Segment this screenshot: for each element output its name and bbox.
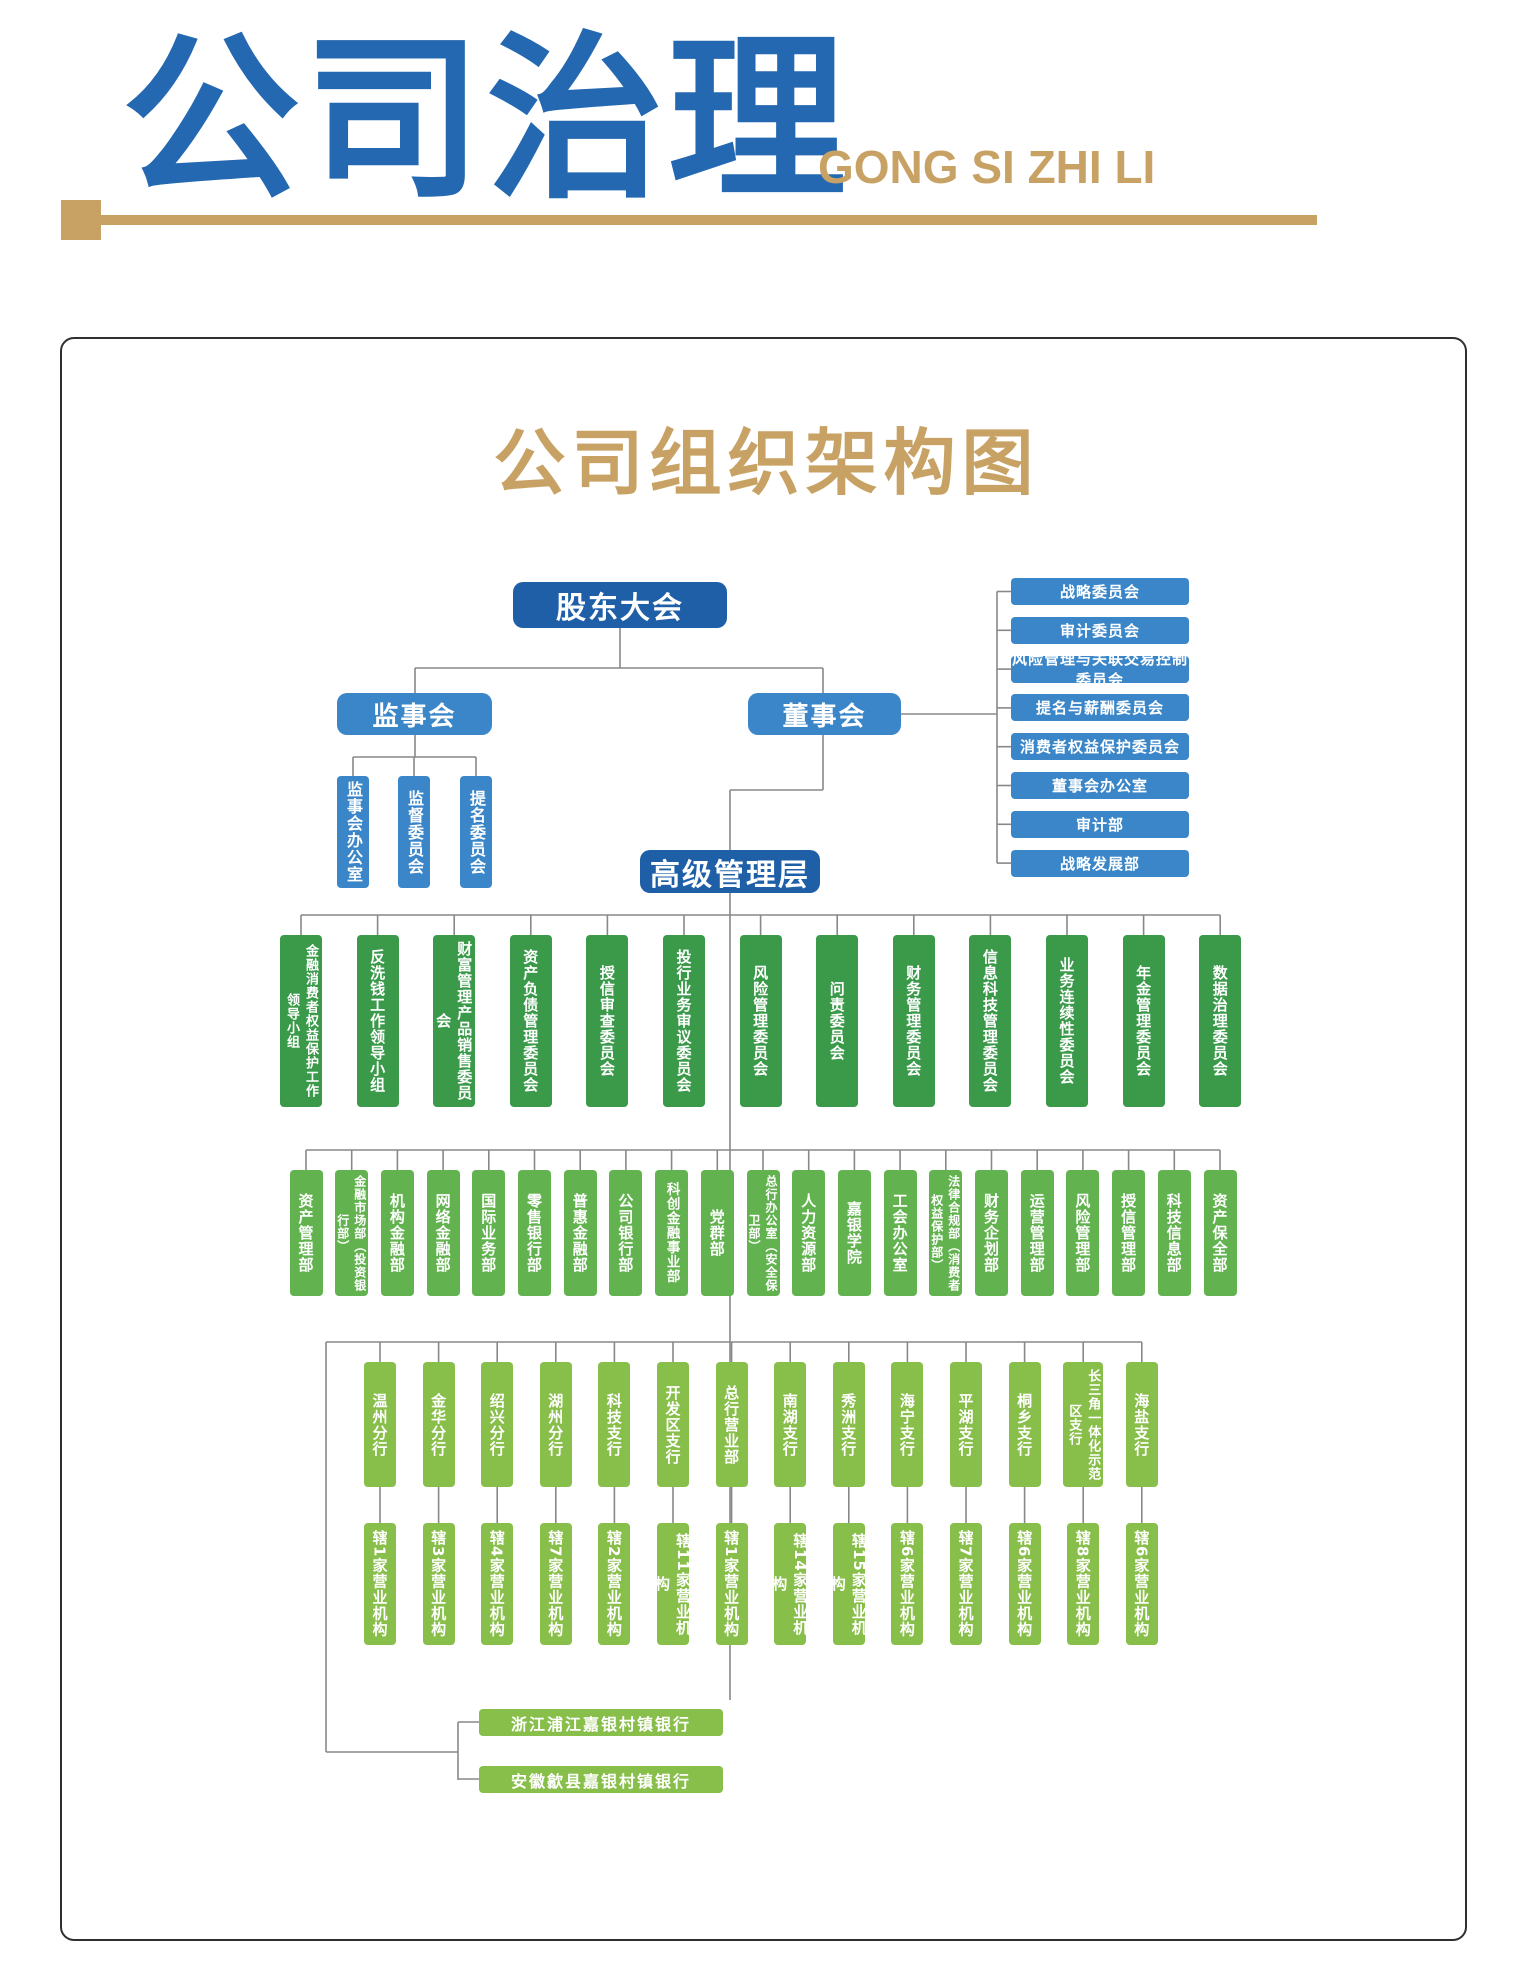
- branch-node: 开发区支行: [657, 1362, 689, 1487]
- committee-node: 数据治理委员会: [1199, 935, 1242, 1107]
- outlet-node: 辖4家营业机构: [481, 1523, 514, 1645]
- department-node: 风险管理部: [1066, 1170, 1100, 1296]
- committee-node: 投行业务审议委员会: [663, 935, 705, 1107]
- department-node: 金融市场部（投资银行部）: [335, 1170, 369, 1296]
- branch-node: 总行营业部: [715, 1362, 748, 1487]
- branch-node: 海盐支行: [1125, 1362, 1158, 1487]
- board-unit-node: 审计委员会: [1011, 616, 1189, 644]
- department-node: 国际业务部: [472, 1170, 506, 1296]
- department-node: 资产保全部: [1203, 1170, 1237, 1296]
- chart-title: 公司组织架构图: [493, 421, 1040, 505]
- outlet-node: 辖15家营业机构: [832, 1523, 865, 1645]
- committee-node: 财富管理产品销售委员会: [433, 935, 476, 1107]
- department-node: 党群部: [700, 1170, 734, 1296]
- committee-node: 信息科技管理委员会: [969, 935, 1012, 1107]
- department-node: 总行办公室（安全保卫部）: [746, 1170, 780, 1296]
- outlet-node: 辖6家营业机构: [1008, 1523, 1041, 1645]
- header-divider: [61, 215, 1317, 225]
- department-node: 授信管理部: [1112, 1170, 1146, 1296]
- senior-management-node: 高级管理层: [640, 850, 820, 893]
- department-node: 机构金融部: [380, 1170, 414, 1296]
- outlet-node: 辖1家营业机构: [715, 1523, 748, 1645]
- board-of-directors-node: 董事会: [748, 693, 901, 735]
- shareholders-meeting-node: 股东大会: [513, 582, 727, 628]
- outlet-node: 辖7家营业机构: [950, 1523, 982, 1645]
- branch-node: 南湖支行: [774, 1362, 807, 1487]
- department-node: 法律合规部（消费者权益保护部）: [929, 1170, 963, 1296]
- branch-node: 金华分行: [422, 1362, 455, 1487]
- branch-node: 平湖支行: [950, 1362, 982, 1487]
- committee-node: 风险管理委员会: [739, 935, 782, 1107]
- branch-node: 绍兴分行: [481, 1362, 514, 1487]
- outlet-node: 辖7家营业机构: [539, 1523, 572, 1645]
- department-node: 财务企划部: [975, 1170, 1008, 1296]
- branch-node: 温州分行: [364, 1362, 396, 1487]
- department-node: 工会办公室: [883, 1170, 917, 1296]
- department-node: 科创金融事业部: [655, 1170, 689, 1296]
- board-unit-node: 提名与薪酬委员会: [1011, 694, 1189, 722]
- outlet-node: 辖6家营业机构: [1125, 1523, 1158, 1645]
- board-unit-node: 消费者权益保护委员会: [1011, 733, 1189, 761]
- village-bank-node: 安徽歙县嘉银村镇银行: [479, 1766, 723, 1793]
- board-unit-node: 战略委员会: [1011, 578, 1189, 605]
- org-chart-panel: [60, 337, 1467, 1941]
- village-bank-node: 浙江浦江嘉银村镇银行: [479, 1709, 723, 1736]
- committee-node: 年金管理委员会: [1122, 935, 1165, 1107]
- outlet-node: 辖2家营业机构: [598, 1523, 631, 1645]
- committee-node: 问责委员会: [816, 935, 859, 1107]
- department-node: 运营管理部: [1020, 1170, 1054, 1296]
- supervisory-unit-node: 提名委员会: [460, 776, 492, 888]
- committee-node: 业务连续性委员会: [1046, 935, 1088, 1107]
- outlet-node: 辖14家营业机构: [774, 1523, 807, 1645]
- supervisory-unit-node: 监事会办公室: [337, 776, 369, 888]
- department-node: 网络金融部: [426, 1170, 460, 1296]
- branch-node: 长三角一体化示范区支行: [1063, 1362, 1104, 1487]
- branch-node: 海宁支行: [891, 1362, 924, 1487]
- branch-node: 秀洲支行: [832, 1362, 865, 1487]
- board-unit-node: 审计部: [1011, 810, 1189, 838]
- page-subtitle: GONG SI ZHI LI: [818, 141, 1156, 193]
- committee-node: 金融消费者权益保护工作领导小组: [280, 935, 322, 1107]
- department-node: 嘉银学院: [837, 1170, 871, 1296]
- outlet-node: 辖11家营业机构: [657, 1523, 689, 1645]
- branch-node: 湖州分行: [539, 1362, 572, 1487]
- department-node: 公司银行部: [609, 1170, 643, 1296]
- department-node: 资产管理部: [289, 1170, 323, 1296]
- department-node: 零售银行部: [518, 1170, 551, 1296]
- board-unit-node: 董事会办公室: [1011, 772, 1189, 799]
- outlet-node: 辖3家营业机构: [422, 1523, 455, 1645]
- branch-node: 桐乡支行: [1008, 1362, 1041, 1487]
- committee-node: 资产负债管理委员会: [509, 935, 552, 1107]
- board-unit-node: 战略发展部: [1011, 849, 1189, 877]
- department-node: 普惠金融部: [563, 1170, 597, 1296]
- supervisory-unit-node: 监督委员会: [398, 776, 430, 888]
- outlet-node: 辖1家营业机构: [364, 1523, 396, 1645]
- department-node: 科技信息部: [1157, 1170, 1191, 1296]
- supervisory-board-node: 监事会: [337, 693, 492, 735]
- branch-node: 科技支行: [598, 1362, 631, 1487]
- board-unit-node: 风险管理与关联交易控制委员会: [1011, 655, 1189, 683]
- committee-node: 财务管理委员会: [892, 935, 935, 1107]
- page-title: 公司治理: [122, 16, 850, 223]
- committee-node: 反洗钱工作领导小组: [356, 935, 399, 1107]
- committee-node: 授信审查委员会: [586, 935, 629, 1107]
- department-node: 人力资源部: [792, 1170, 826, 1296]
- outlet-node: 辖6家营业机构: [891, 1523, 924, 1645]
- outlet-node: 辖8家营业机构: [1067, 1523, 1100, 1645]
